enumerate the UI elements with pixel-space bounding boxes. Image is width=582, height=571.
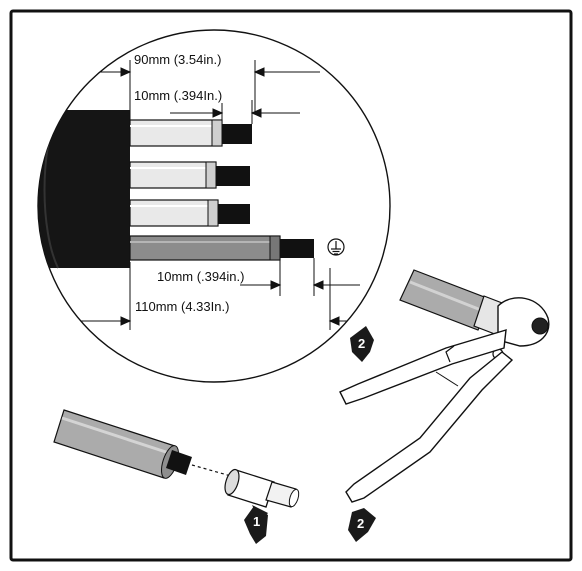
crimp-cable [399,269,493,331]
ground-symbol-icon [327,238,345,256]
step-2-arrow-top-icon [350,326,374,362]
step-2-arrow-bottom-icon [348,508,376,542]
wire-3 [129,199,250,227]
cable-with-ferrule [53,409,300,508]
dimension-lines-bottom [80,258,380,330]
dimension-outer-top: 90mm (3.54in.) [133,52,223,67]
step-1-arrow-icon [244,505,268,544]
step-2-label-bottom: 2 [357,516,365,531]
pliers-handle-lower [345,351,514,503]
detail-magnifier [37,29,391,383]
step-2-label-top: 2 [358,336,366,351]
dimension-inner-bottom: 10mm (.394in.) [156,269,246,284]
wire-1 [129,119,252,147]
pliers-handle-upper [339,329,507,405]
wire-2 [129,161,250,189]
dimension-lines-top [100,60,320,124]
step-1-label: 1 [253,514,261,529]
wire-ground [129,235,314,261]
pliers-head [497,297,550,347]
wire-ferrule [224,468,300,508]
stripped-conductor [166,450,192,475]
dimension-outer-bottom: 110mm (4.33In.) [134,299,231,314]
dimension-inner-top: 10mm (.394In.) [133,88,224,103]
crimping-pliers [339,269,550,503]
